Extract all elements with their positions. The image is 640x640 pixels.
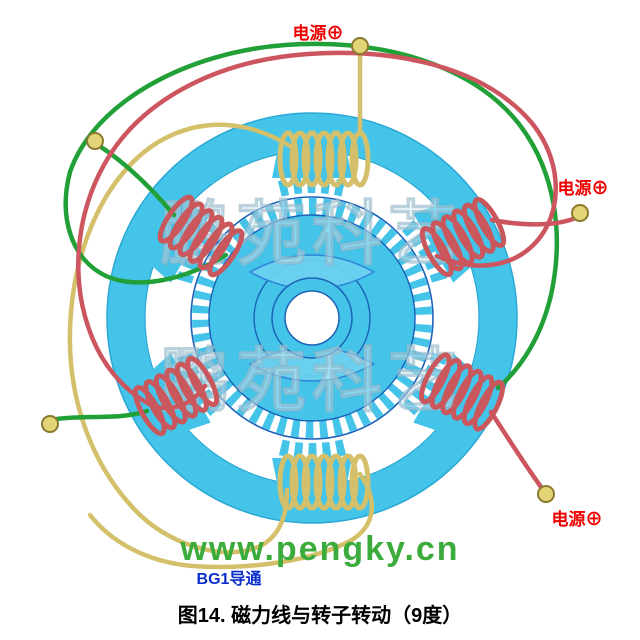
coils	[132, 130, 507, 511]
coil-bottom	[277, 453, 371, 511]
wire-yellow-left-arc	[67, 122, 293, 555]
wiring	[54, 41, 576, 570]
wire-red-outer-arc	[76, 50, 558, 411]
wire-red-right-lead	[489, 216, 576, 227]
coil-upper-right	[419, 196, 507, 278]
coil-upper-left	[157, 194, 245, 278]
terminal-ball-lower-left	[41, 415, 59, 433]
power-label-top: 电源⊕	[293, 23, 344, 43]
coil-top	[277, 130, 371, 188]
brand-watermark-upper: 鹏苑科艺	[160, 195, 464, 273]
power-label-right: 电源⊕	[558, 178, 609, 198]
terminals	[41, 37, 589, 503]
rotor-teeth	[191, 197, 433, 439]
rotor-teeth-root-circle	[208, 214, 416, 422]
figure-caption: 图14. 磁力线与转子转动（9度）	[178, 603, 462, 627]
wire-red-bottom-right-lead	[488, 409, 544, 490]
rotor	[190, 196, 434, 440]
rotor-shaft-hole	[284, 290, 340, 346]
wire-green-outer-arc	[63, 41, 560, 391]
power-label-bottom-right: 电源⊕	[552, 509, 603, 529]
coil-lower-left	[132, 355, 220, 437]
terminal-ball-right	[571, 204, 589, 222]
terminal-ball-top	[351, 37, 369, 55]
stator-outer-edge	[106, 112, 518, 524]
pole-teeth-upper-left	[176, 220, 223, 284]
wire-yellow-bottom-lead	[87, 471, 374, 570]
terminal-ball-bottom-right	[537, 485, 555, 503]
coil-lower-right	[418, 352, 506, 432]
site-watermark: www.pengky.cn	[179, 530, 459, 568]
pole-teeth-bottom	[277, 439, 347, 459]
rotor-outer-outline	[190, 196, 434, 440]
bg1-label: BG1导通	[197, 570, 262, 588]
terminal-ball-upper-left	[86, 132, 104, 150]
wire-green-lower-left-lead	[54, 408, 150, 422]
